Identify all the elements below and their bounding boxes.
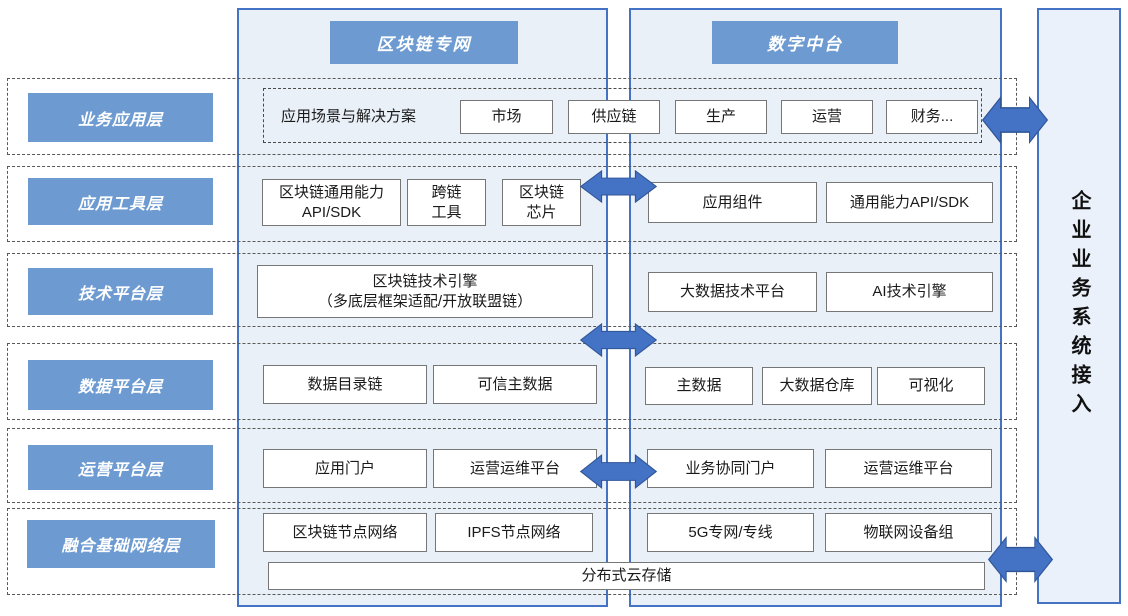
box-supply-chain: 供应链: [568, 100, 660, 134]
header-digital-text: 数字中台: [767, 35, 843, 54]
box-text: 大数据仓库: [779, 377, 855, 395]
box-text: 可信主数据: [477, 375, 553, 393]
box-text-line2: （多底层框架适配/开放联盟链）: [317, 292, 533, 310]
box-text: 区块链节点网络: [292, 523, 398, 541]
box-operation: 运营: [781, 100, 873, 134]
box-application-components: 应用组件: [648, 182, 817, 223]
box-text: 运营运维平台: [863, 459, 954, 477]
box-blockchain-api-sdk: 区块链通用能力 API/SDK: [262, 179, 401, 226]
box-text: 应用门户: [314, 459, 375, 477]
box-text: 数据目录链: [307, 375, 383, 393]
box-text: 大数据技术平台: [679, 283, 785, 301]
box-finance: 财务...: [886, 100, 978, 134]
box-text: 生产: [705, 108, 736, 126]
box-ops-platform-right: 运营运维平台: [825, 449, 992, 488]
double-arrow-icon: [982, 92, 1048, 148]
box-text: AI技术引擎: [872, 283, 947, 301]
layer-label-business-application: 业务应用层: [28, 93, 213, 142]
box-text-line2: API/SDK: [301, 203, 362, 221]
double-arrow-icon: [580, 451, 657, 492]
box-business-collab-portal: 业务协同门户: [647, 449, 814, 488]
box-text: IPFS节点网络: [467, 523, 561, 541]
scenario-prefix-label: 应用场景与解决方案: [281, 88, 416, 143]
box-trusted-master-data: 可信主数据: [433, 365, 597, 404]
row-operation-platform: [7, 428, 1017, 503]
double-arrow-icon: [580, 167, 657, 206]
box-text: 应用组件: [702, 193, 763, 211]
box-production: 生产: [675, 100, 767, 134]
header-blockchain-text: 区块链专网: [376, 35, 472, 54]
box-blockchain-chip: 区块链 芯片: [502, 179, 581, 226]
box-text: 主数据: [676, 377, 722, 395]
box-market: 市场: [460, 100, 553, 134]
double-arrow-icon: [580, 320, 657, 360]
layer-label-converged-network: 融合基础网络层: [27, 520, 215, 568]
box-application-portal: 应用门户: [263, 449, 427, 488]
box-text-line1: 区块链技术引擎: [372, 272, 478, 290]
box-text: 物联网设备组: [863, 523, 954, 541]
box-text-line2: 工具: [431, 203, 462, 221]
box-text: 运营运维平台: [469, 459, 560, 477]
layer-label-data-platform: 数据平台层: [28, 360, 213, 410]
box-iot-device-group: 物联网设备组: [825, 513, 992, 552]
scenario-prefix-text: 应用场景与解决方案: [281, 108, 417, 125]
box-bigdata-warehouse: 大数据仓库: [762, 367, 872, 405]
box-master-data: 主数据: [645, 367, 753, 405]
box-bigdata-tech-platform: 大数据技术平台: [648, 272, 817, 312]
layer-label-operation-platform: 运营平台层: [28, 445, 213, 490]
box-distributed-cloud-storage: 分布式云存储: [268, 562, 985, 590]
layer-label-text: 数据平台层: [77, 379, 163, 396]
header-digital-platform: 数字中台: [712, 21, 898, 64]
box-text-line1: 区块链: [518, 183, 564, 201]
box-text: 业务协同门户: [685, 459, 776, 477]
box-cross-chain-tool: 跨链 工具: [407, 179, 486, 226]
layer-label-text: 融合基础网络层: [61, 538, 181, 555]
enterprise-access-bar: 企业业务系统接入: [1037, 8, 1121, 604]
box-ai-tech-engine: AI技术引擎: [826, 272, 993, 312]
box-text: 市场: [491, 108, 522, 126]
box-blockchain-tech-engine: 区块链技术引擎 （多底层框架适配/开放联盟链）: [257, 265, 593, 318]
layer-label-text: 运营平台层: [77, 461, 163, 479]
layer-label-text: 业务应用层: [77, 111, 163, 129]
box-text: 5G专网/专线: [688, 523, 773, 541]
box-text: 通用能力API/SDK: [849, 193, 970, 211]
box-general-api-sdk: 通用能力API/SDK: [826, 182, 993, 223]
header-blockchain-network: 区块链专网: [330, 21, 518, 64]
double-arrow-icon: [988, 532, 1053, 587]
box-text: 财务...: [910, 108, 954, 126]
enterprise-access-label: 企业业务系统接入: [1068, 190, 1090, 422]
box-ops-platform-left: 运营运维平台: [433, 449, 597, 488]
box-text: 运营: [811, 108, 842, 126]
layer-label-text: 技术平台层: [77, 285, 163, 303]
box-text-line1: 跨链: [431, 183, 462, 201]
box-text: 可视化: [908, 377, 954, 395]
box-ipfs-node-network: IPFS节点网络: [435, 513, 593, 552]
box-blockchain-node-network: 区块链节点网络: [263, 513, 427, 552]
layer-label-technology-platform: 技术平台层: [28, 268, 213, 315]
box-5g-private-network: 5G专网/专线: [647, 513, 814, 552]
row-technology-platform: [7, 253, 1017, 327]
box-text: 供应链: [591, 108, 637, 126]
layer-label-text: 应用工具层: [77, 195, 163, 213]
box-text-line2: 芯片: [526, 203, 557, 221]
box-visualization: 可视化: [877, 367, 985, 405]
box-text: 分布式云存储: [581, 567, 672, 585]
row-application-tools: [7, 166, 1017, 242]
box-data-catalog-chain: 数据目录链: [263, 365, 427, 404]
layer-label-application-tools: 应用工具层: [28, 178, 213, 225]
box-text-line1: 区块链通用能力: [278, 183, 384, 201]
scenario-dashed-container: [263, 88, 982, 143]
row-data-platform: [7, 343, 1017, 420]
